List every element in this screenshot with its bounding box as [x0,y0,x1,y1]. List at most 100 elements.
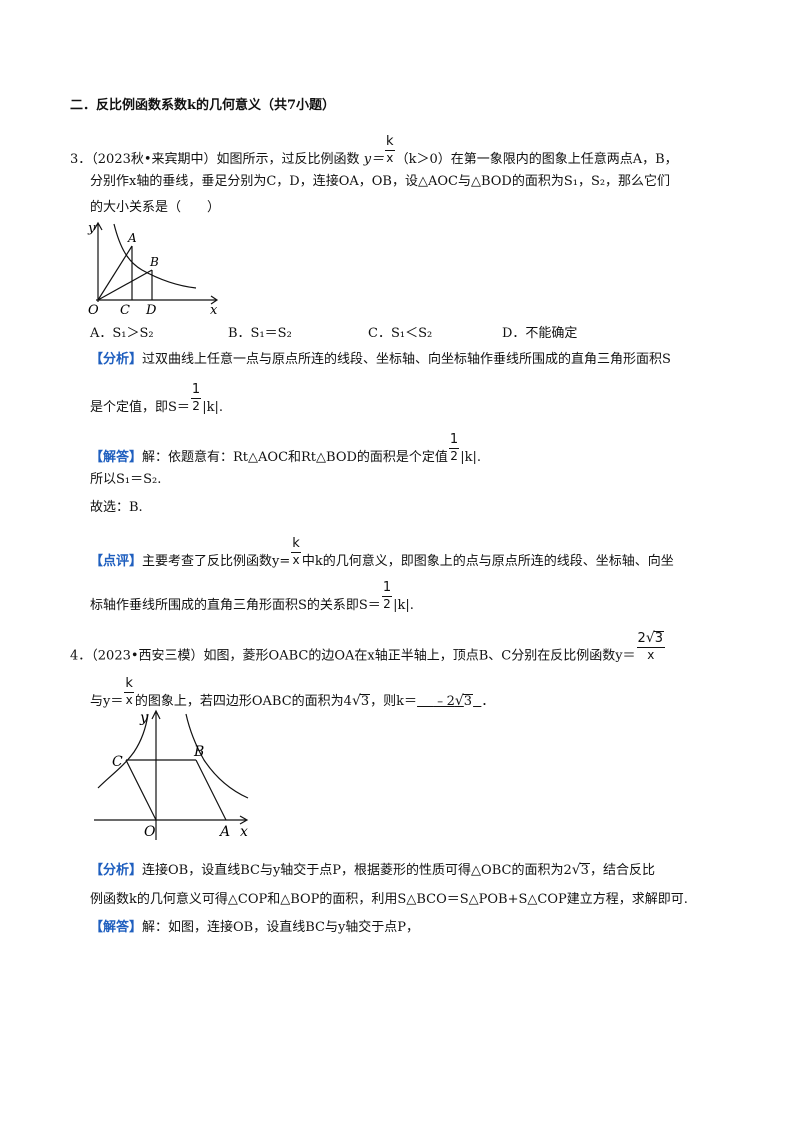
q4-left-hyperbola [97,713,149,789]
q4-line2-pre: 与y＝ [90,694,124,709]
q4-line2-end: ． [481,694,495,709]
q3-comment-text1: 主要考查了反比例函数 [142,554,273,569]
q3-half-den-3: 2 [381,596,393,611]
q4-answer-text1: 解：如图，连接OB，设直线BC与y轴交于点P， [142,920,420,935]
q4-frac1-den: x [636,647,666,662]
q3-option-a[interactable]: A．S₁＞S₂ [90,326,154,341]
q4-figure: y x O A B C [94,709,249,840]
q3-label-A: A [127,231,137,245]
q4-sqrt-icon-1: √ [645,630,655,646]
q3-segment-OB [97,269,153,301]
q4-frac1-rad: 3 [653,631,665,646]
q3-segment-OA [97,245,133,301]
q4-number: 4． [70,648,92,664]
q4-line1-pre: （2023•西安三模）如图，菱形OABC的边OA在x轴正半轴上，顶点B、C分别在… [91,648,636,664]
q3-frac-num: k [386,134,394,149]
q3-label-C: C [120,303,130,318]
q4-answer-tag: 【解答】 [90,920,143,935]
q4-x-arrow [239,815,249,825]
q4-line2-k: ，则k＝ [370,694,418,709]
q3-label-x: x [210,303,218,318]
q3-option-b[interactable]: B．S₁＝S₂ [228,326,292,341]
q3-label-O: O [88,303,99,318]
q4-line1: 4．（2023•西安三模）如图，菱形OABC的边OA在x轴正半轴上，顶点B、C分… [70,630,666,672]
q3-label-y: y [87,221,96,236]
q4-frac2-den: x [124,692,134,707]
q3-y-eq: y＝ [363,152,385,167]
q3-label-B: B [149,255,159,269]
q4-analysis-rad: 3 [579,863,590,878]
q4-frac1-coef: 2 [637,631,646,646]
q4-answer-blank[interactable]: ﹣2√3 [417,693,481,709]
q3-line2: 分别作x轴的垂线，垂足分别为C，D，连接OA，OB，设△AOC与△BOD的面积为… [90,174,671,189]
q4-label-x: x [240,824,248,840]
q3-half-num-2: 1 [449,432,459,447]
q3-half-num-1: 1 [191,382,201,397]
q3-line1-post: 在第一象限内的图象上任意两点A，B， [450,152,678,167]
q3-hyperbola [113,223,197,289]
q4-analysis-text1: 连接OB，设直线BC与y轴交于点P，根据菱形的性质可得△OBC的面积为2 [142,863,572,878]
q4-label-B: B [193,744,204,760]
q4-answer-rad: 3 [462,694,474,709]
q4-right-hyperbola [185,713,249,799]
q4-frac2-num: k [125,676,133,691]
q4-sqrt-icon-4: √ [571,862,581,878]
q4-analysis-line1: 【分析】连接OB，设直线BC与y轴交于点P，根据菱形的性质可得△OBC的面积为2… [90,860,655,881]
q3-answer-line3: 故选：B. [90,500,143,515]
q3-half-den-1: 2 [190,398,202,413]
q3-line1-pre: （2023秋•来宾期中）如图所示，过反比例函数 [91,152,360,167]
q3-x-arrow [210,295,219,305]
q3-analysis-tag: 【分析】 [90,352,143,367]
q3-half-den-2: 2 [448,448,460,463]
q4-line2-mid: 的图象上，若四边形OABC的面积为4 [134,694,352,709]
q3-condition: （k＞0） [395,152,451,167]
q3-answer-line2: 所以S₁＝S₂. [90,472,162,487]
q4-answer-value: ﹣2 [433,694,455,709]
q3-answer-text1: 解：依题意有：Rt△AOC和Rt△BOD的面积是个定值 [142,450,448,465]
q3-absk-1: |k|. [202,400,223,415]
q4-label-C: C [112,754,123,770]
q3-analysis-text1: 过双曲线上任意一点与原点所连的线段、坐标轴、向坐标轴作垂线所围成的直角三角形面积… [142,352,671,367]
q4-label-O: O [144,824,156,840]
q4-sqrt-icon-3: √ [454,693,464,709]
q3-option-d[interactable]: D．不能确定 [502,326,578,341]
q3-y-arrow [93,221,103,231]
q4-segment-BA [195,759,227,821]
q3-analysis-line1: 【分析】过双曲线上任意一点与原点所连的线段、坐标轴、向坐标轴作垂线所围成的直角三… [90,350,671,370]
q4-analysis-text1-post: ，结合反比 [589,863,655,878]
q3-label-D: D [145,303,157,318]
q3-half-num-3: 1 [382,580,392,595]
q3-comment-text1-post: 中k的几何意义，即图象上的点与原点所连的线段、坐标轴、向坐 [301,554,674,569]
q3-comment-text2: 标轴作垂线所围成的直角三角形面积S的关系即S＝ [90,598,381,613]
q3-absk-3: |k|. [393,598,414,613]
q3-comment-frac-num: k [292,536,300,551]
q3-comment-frac-den: x [291,552,301,567]
q3-comment-y: y= [272,554,291,569]
q4-analysis-line2: 例函数k的几何意义可得△COP和△BOP的面积，利用S△BCO＝S△POB+S△… [90,892,688,907]
q3-answer-tag: 【解答】 [90,450,143,465]
q3-line3: 的大小关系是（ ） [90,200,221,215]
q4-segment-CO [125,759,157,821]
q4-analysis-tag: 【分析】 [90,863,143,878]
q3-option-c[interactable]: C．S₁＜S₂ [368,326,433,341]
q3-analysis-text2: 是个定值，即S＝ [90,400,190,415]
q3-frac-den: x [385,150,395,165]
q4-line2-rad: 3 [359,694,371,709]
q3-absk-2: |k|. [460,450,481,465]
section-title: 二．反比例函数系数k的几何意义（共7小题） [70,98,336,113]
q4-y-arrow [151,709,161,720]
q4-frac1-num: 2√3 [637,630,665,647]
